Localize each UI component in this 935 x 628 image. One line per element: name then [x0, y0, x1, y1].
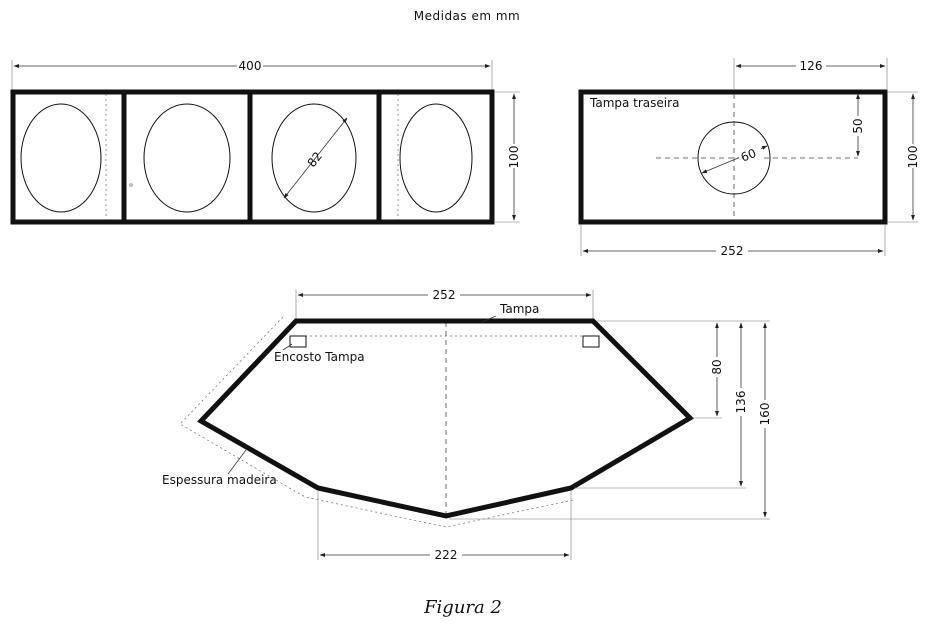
label-mask — [850, 116, 866, 136]
profile-top-dimension: 252 — [433, 288, 456, 302]
back-panel-hole — [697, 121, 771, 195]
back-vertical-dimension: 50 — [851, 118, 865, 133]
back-width-dimension: 252 — [721, 244, 744, 258]
label-mask — [237, 58, 263, 72]
label-mask — [505, 144, 523, 168]
label-mask — [739, 147, 761, 160]
lid-label: Tampa — [499, 302, 539, 316]
profile-bottom-dimension: 222 — [435, 548, 458, 562]
label-mask — [904, 144, 922, 168]
speaker-hole — [399, 103, 473, 213]
wood-thickness-leader-line — [227, 449, 247, 475]
back-offset-dimension: 126 — [800, 59, 823, 73]
lid-support-left — [289, 335, 307, 348]
wood-thickness-label: Espessura madeira — [162, 473, 277, 487]
back-height-dimension: 100 — [906, 146, 920, 169]
speaker-hole — [271, 103, 357, 213]
label-mask — [716, 243, 748, 257]
hole-diameter-line — [283, 117, 348, 199]
label-mask — [756, 400, 774, 428]
profile-height-136: 136 — [734, 391, 748, 414]
lid-support-label: Encosto Tampa — [274, 350, 365, 364]
side-profile: 252 Tampa Encosto Tampa Espessura madeir… — [162, 287, 774, 562]
front-width-dimension: 400 — [239, 59, 262, 73]
mark-dot — [129, 183, 133, 187]
front-panel: 400 82 100 — [10, 58, 523, 225]
drawing-title: Medidas em mm — [414, 9, 521, 23]
profile-outline — [196, 318, 695, 519]
label-mask — [428, 287, 460, 301]
label-mask — [430, 547, 462, 561]
label-mask — [732, 388, 750, 416]
profile-height-160: 160 — [758, 403, 772, 426]
wood-thickness-outline — [179, 316, 574, 528]
hole-diameter-dimension: 82 — [305, 149, 325, 170]
lid-leader-line — [481, 315, 497, 323]
speaker-hole — [143, 103, 231, 213]
front-height-dimension: 100 — [507, 146, 521, 169]
lid-support-right — [582, 335, 600, 348]
speaker-hole — [20, 103, 102, 213]
figure-caption: Figura 2 — [423, 597, 502, 618]
back-hole-diameter-dimension: 60 — [739, 146, 758, 165]
back-panel-frame — [578, 89, 888, 225]
back-panel-label: Tampa traseira — [589, 96, 679, 110]
profile-height-80: 80 — [710, 359, 724, 374]
lid-support-leader-line — [282, 343, 293, 351]
label-mask — [708, 357, 726, 377]
back-panel: Tampa traseira 126 60 50 100 252 — [578, 58, 922, 258]
label-mask — [796, 58, 826, 72]
